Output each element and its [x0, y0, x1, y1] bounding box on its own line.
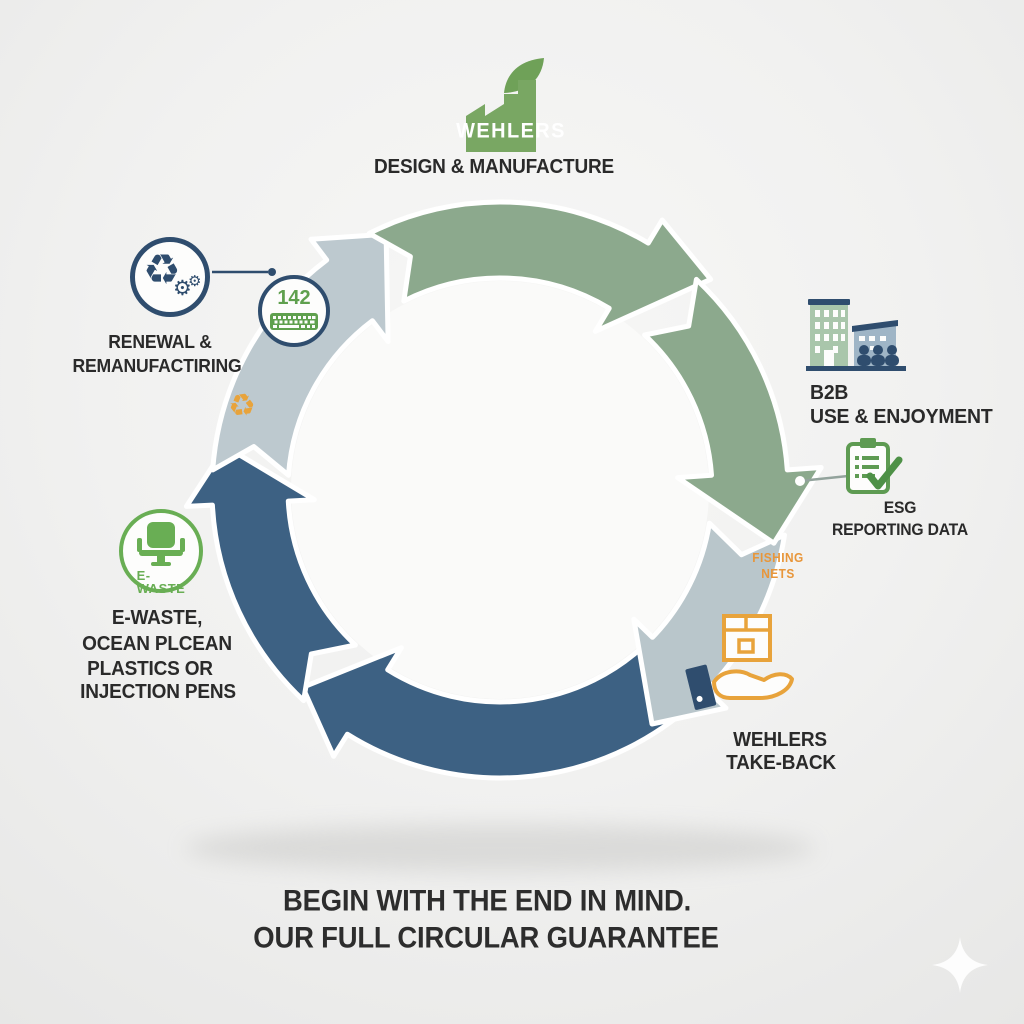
b2b-buildings-icon [806, 298, 906, 377]
stage-label-renewal-line2: REMANUFACTIRING [72, 354, 242, 376]
headline-line1: BEGIN WITH THE END IN MIND. [282, 884, 692, 918]
factory-leaf-icon [456, 58, 560, 159]
gear-icon-small: ⚙ [188, 273, 202, 290]
ground-shadow [185, 824, 815, 872]
ewaste-badge-label: E-WASTE [136, 568, 186, 596]
stage-label-ewaste-line3: PLASTICS OR [87, 658, 213, 680]
esg-connector [795, 474, 849, 486]
inner-disc [291, 281, 709, 699]
headline-line2: OUR FULL CIRCULAR GUARANTEE [253, 921, 719, 955]
note-fishing-line1: FISHING [752, 550, 804, 565]
renewal-counter-connector [212, 268, 276, 276]
arc-takeback-bottom [300, 637, 707, 781]
ewaste-badge: E-WASTE [119, 509, 203, 596]
arc-b2b-right [642, 276, 824, 546]
counter-badge: 142 [258, 275, 330, 347]
stage-label-ewaste-line2: OCEAN PLCEAN [82, 633, 232, 655]
note-fishing-line2: NETS [761, 566, 795, 581]
recycle-icon-orange: ♻ [225, 386, 259, 425]
arc-renewal-upleft [210, 231, 391, 478]
stage-label-esg-line2: REPORTING DATA [831, 520, 969, 539]
counter-value: 142 [277, 287, 311, 309]
stage-label-ewaste-line1: E-WASTE, [111, 607, 203, 629]
chair-icon [137, 522, 185, 566]
hand-box-takeback-icon [682, 614, 800, 721]
stage-label-takeback-line1: WEHLERS [733, 729, 827, 751]
sparkle-icon [932, 937, 988, 993]
stage-label-b2b-line2: USE & ENJOYMENT [810, 406, 993, 428]
arc-design-top [366, 199, 714, 334]
arc-fishing-nets [631, 520, 787, 727]
stage-label-design: DESIGN & MANUFACTURE [373, 156, 615, 178]
renewal-badge: ♻ ⚙ ⚙ [130, 237, 210, 317]
stage-label-ewaste-line4: INJECTION PENS [80, 681, 236, 703]
stage-label-takeback-line2: TAKE-BACK [726, 752, 836, 774]
stage-label-renewal-line1: RENEWAL & [108, 330, 212, 352]
stage-label-esg-line1: ESG [883, 498, 917, 517]
recycle-icon: ♻ [143, 246, 181, 293]
stage-label-b2b-line1: B2B [810, 382, 849, 404]
gear-icon: ⚙ [173, 277, 192, 300]
clipboard-checklist-icon [845, 436, 903, 501]
keyboard-icon [270, 313, 318, 330]
brand-wordmark: WEHLERS [456, 119, 566, 143]
